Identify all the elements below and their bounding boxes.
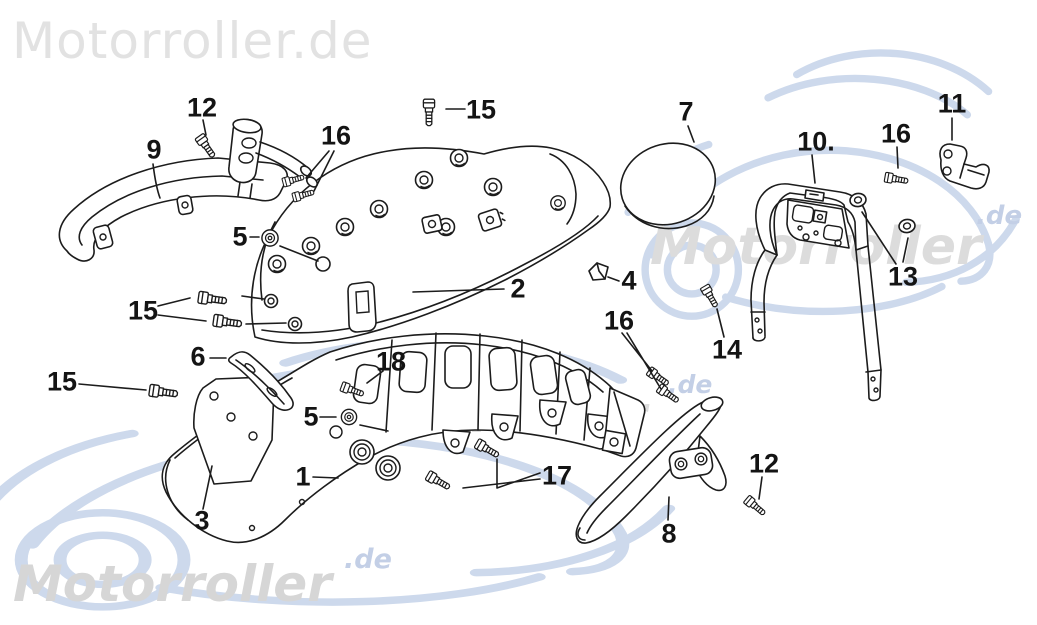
callout-14-14: 14	[711, 334, 743, 365]
callout-9-1: 9	[146, 134, 162, 165]
callout-16-13: 16	[603, 305, 635, 336]
callout-4-11: 4	[621, 265, 637, 296]
part-4-clip	[588, 262, 609, 281]
leader-lines	[78, 108, 953, 521]
part-6-stay	[227, 351, 294, 411]
callout-8-22: 8	[661, 518, 677, 549]
callout-7-4: 7	[678, 96, 694, 127]
callout-15-3: 15	[465, 94, 497, 125]
part-3-mud-flap	[193, 376, 275, 485]
callout-12-23: 12	[748, 448, 780, 479]
callout-15-12: 15	[127, 295, 159, 326]
callout-5-9: 5	[232, 221, 248, 252]
part-8-right-grab-rail	[575, 396, 727, 544]
callout-2-10: 2	[510, 273, 526, 304]
part-10-sissy-bar	[750, 183, 882, 402]
callout-3-20: 3	[194, 505, 210, 536]
part-9-left-grab-rail	[58, 118, 319, 262]
callout-15-17: 15	[46, 366, 78, 397]
callout-11-7: 11	[937, 88, 967, 119]
part-7-backrest-pad	[619, 142, 717, 230]
part-11-bracket	[939, 143, 990, 190]
part-2-rear-fender	[250, 145, 612, 344]
callout-18-16: 18	[375, 346, 407, 377]
callout-13-8: 13	[887, 261, 919, 292]
callout-17-21: 17	[541, 460, 573, 491]
callout-10-5: 10.	[797, 126, 835, 157]
callout-12-0: 12	[186, 92, 218, 123]
callout-16-2: 16	[320, 120, 352, 151]
callout-1-19: 1	[295, 461, 311, 492]
callout-16-6: 16	[880, 118, 912, 149]
callout-5-18: 5	[303, 401, 319, 432]
callout-6-15: 6	[190, 341, 206, 372]
